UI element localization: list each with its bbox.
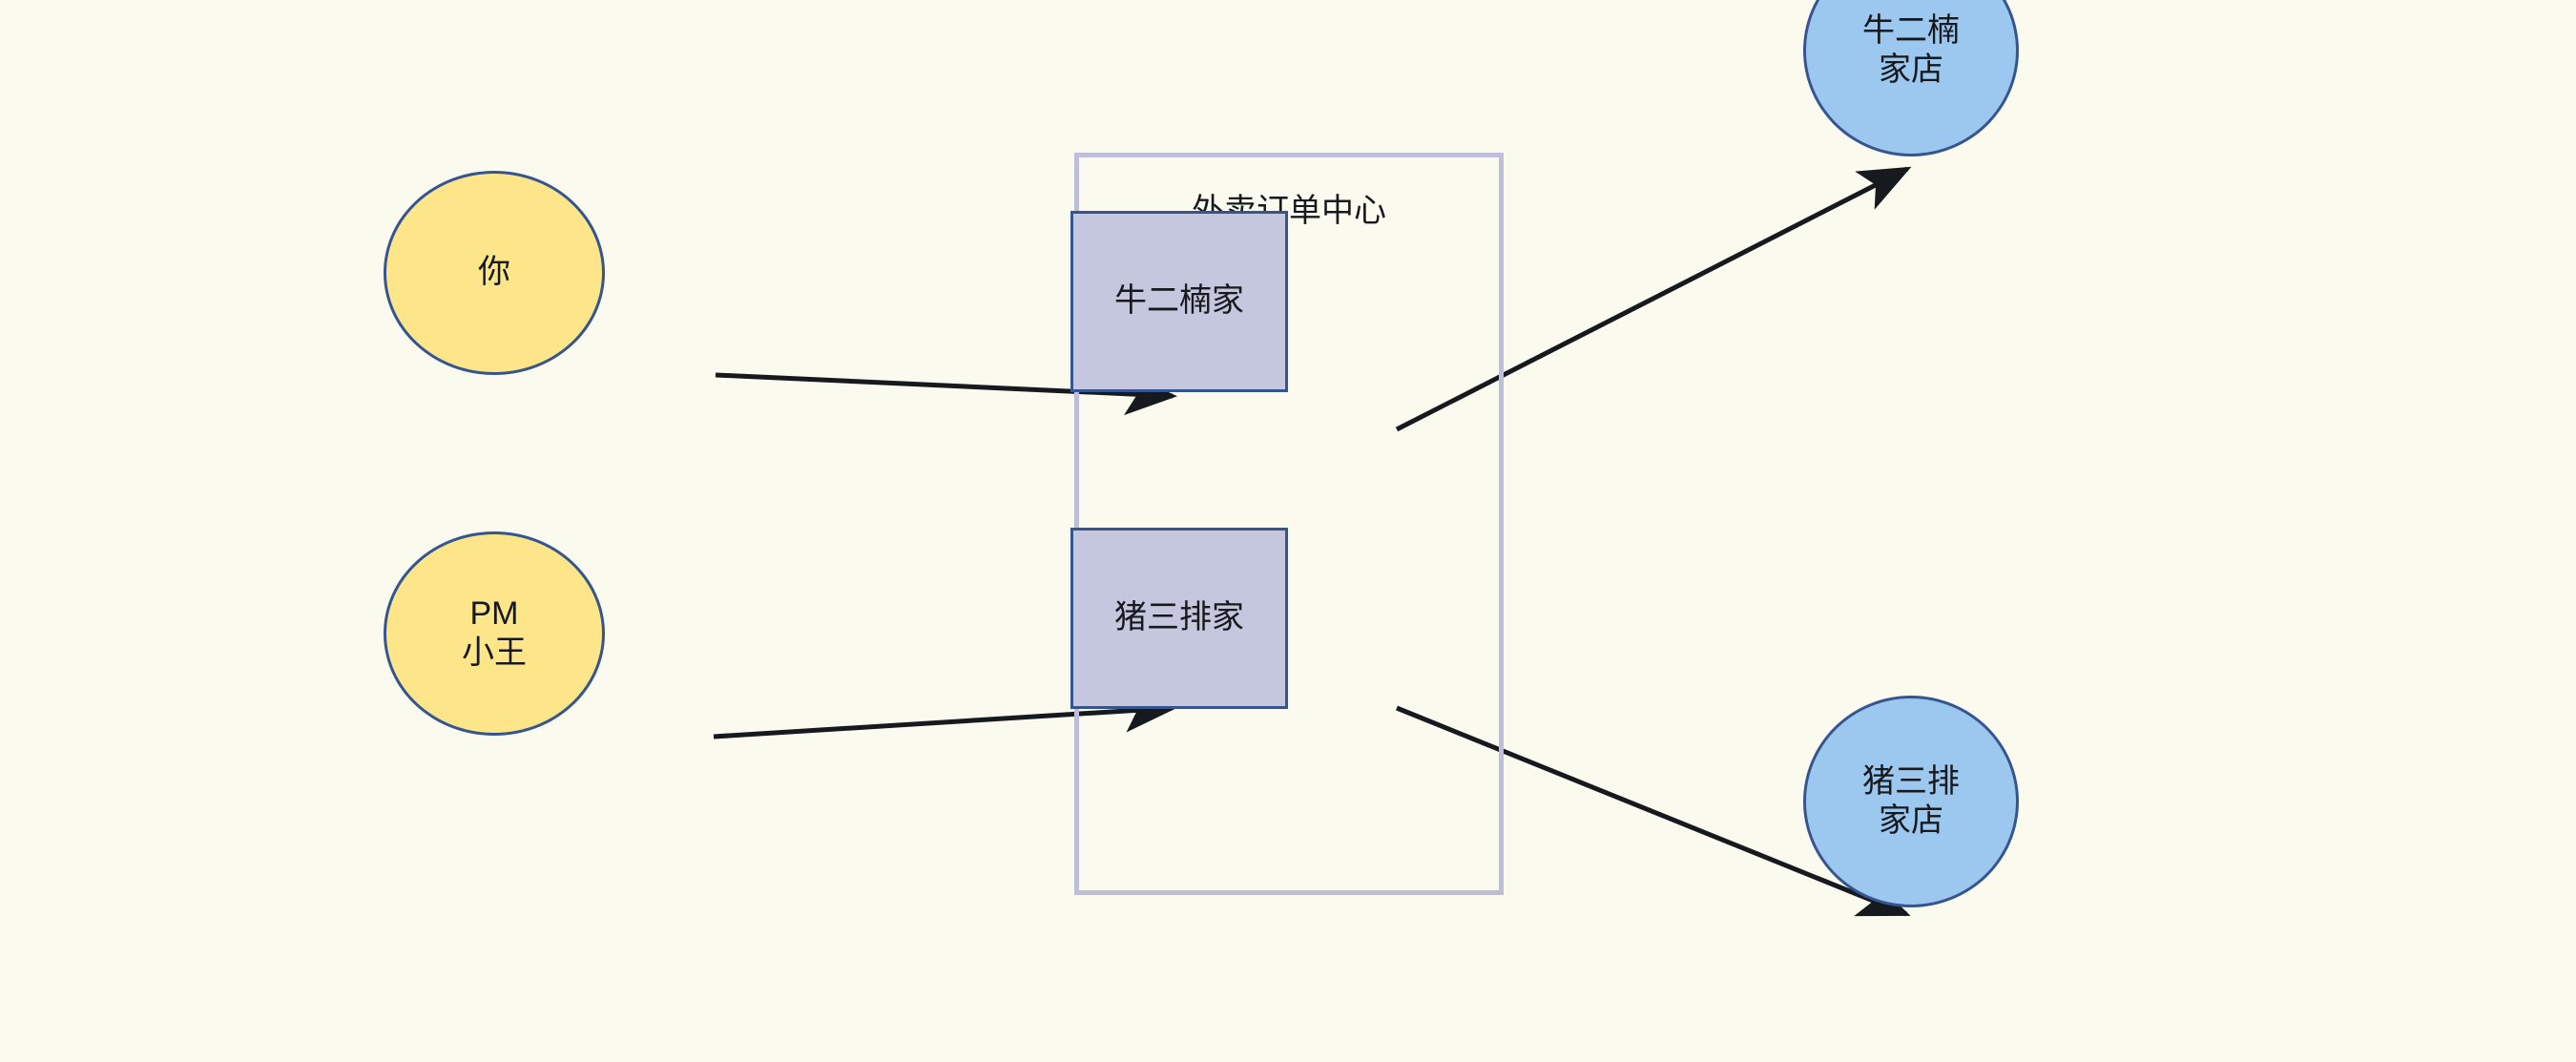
node-label-pm-xiaowang: PM 小王	[462, 594, 527, 671]
node-you[interactable]: 你	[384, 171, 605, 375]
node-order-niuernan[interactable]: 牛二楠家	[1070, 211, 1288, 392]
node-label-shop-zhusanpai: 猪三排 家店	[1862, 762, 1960, 839]
node-shop-zhusanpai[interactable]: 猪三排 家店	[1803, 696, 2019, 907]
node-label-you: 你	[478, 254, 510, 291]
node-order-zhusanpai[interactable]: 猪三排家	[1070, 528, 1288, 709]
node-label-shop-niuernan: 牛二楠 家店	[1862, 11, 1960, 88]
node-label-order-zhusanpai: 猪三排家	[1114, 599, 1244, 636]
node-pm-xiaowang[interactable]: PM 小王	[384, 531, 605, 736]
node-shop-niuernan[interactable]: 牛二楠 家店	[1803, 0, 2019, 156]
node-label-order-niuernan: 牛二楠家	[1114, 282, 1244, 320]
